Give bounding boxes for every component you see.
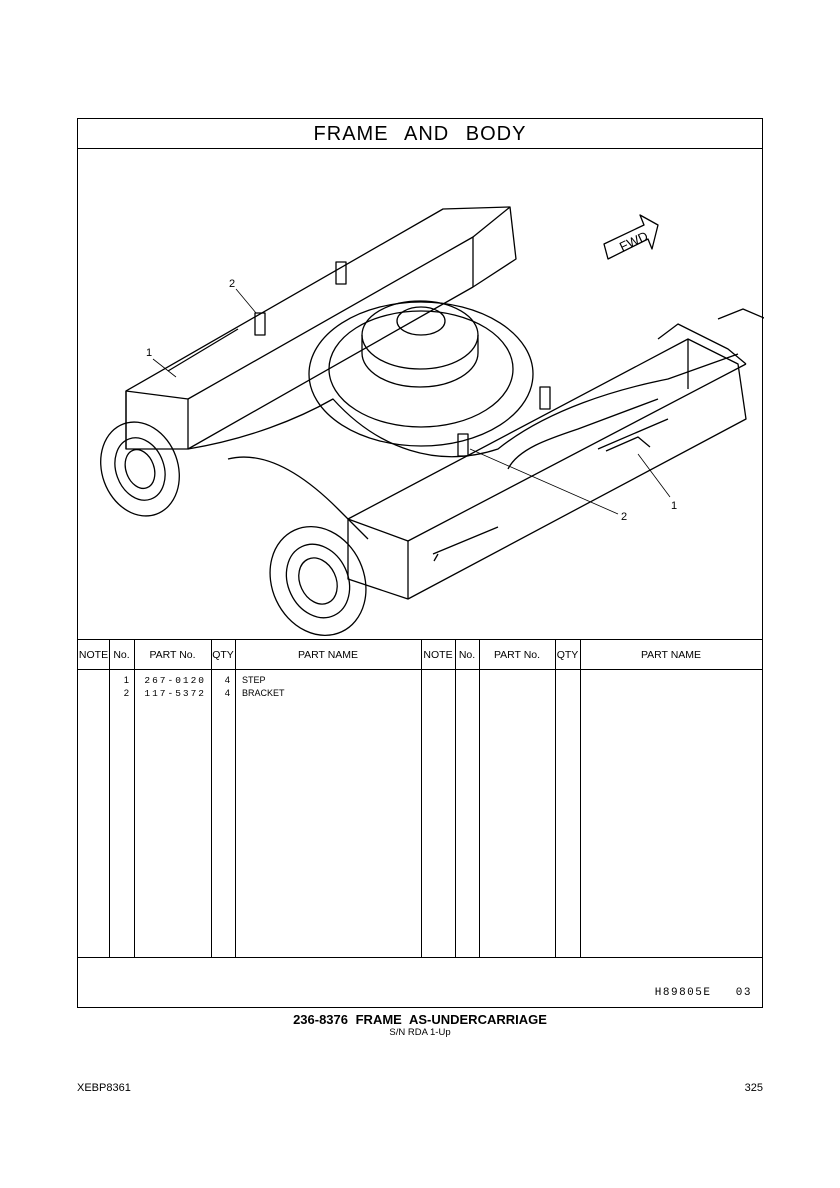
page-number: 325 <box>744 1082 763 1094</box>
col-header-no: No. <box>109 640 134 670</box>
assembly-title: 236-8376 FRAME AS-UNDERCARRIAGE <box>293 1012 547 1027</box>
item-number: 1 <box>123 675 129 686</box>
col-header-qty: QTY <box>555 640 580 670</box>
frame-illustration-svg: FWD 1 2 1 2 <box>100 206 779 636</box>
col-header-part-no: PART No. <box>134 640 211 670</box>
callout-label: 2 <box>621 511 627 523</box>
col-header-part-name: PART NAME <box>235 640 421 670</box>
serial-range: S/N RDA 1-Up <box>389 1027 451 1038</box>
part-name: STEP <box>242 675 266 685</box>
quantity: 4 <box>224 675 230 686</box>
col-header-part-name: PART NAME <box>580 640 762 670</box>
col-header-note: NOTE <box>421 640 455 670</box>
callout-label: 1 <box>671 500 677 512</box>
page-title: FRAME AND BODY <box>78 119 762 149</box>
callout-label: 1 <box>146 347 152 359</box>
col-header-no: No. <box>455 640 479 670</box>
parts-sheet-frame: FRAME AND BODY <box>77 118 779 1008</box>
quantity: 4 <box>224 688 230 699</box>
exploded-illustration: FWD 1 2 1 2 <box>78 149 779 639</box>
illustration-code-row: H89805E 03 <box>78 957 762 1007</box>
col-header-note: NOTE <box>78 640 109 670</box>
illustration-code: H89805E 03 <box>654 987 752 999</box>
parts-table: NOTE No. PART No. QTY PART NAME NOTE No.… <box>78 639 762 957</box>
item-number: 2 <box>123 688 129 699</box>
assembly-caption: 236-8376 FRAME AS-UNDERCARRIAGE S/N RDA … <box>0 1012 840 1038</box>
callout-label: 2 <box>229 278 235 290</box>
part-number: 117-5372 <box>144 688 206 699</box>
part-name: BRACKET <box>242 688 285 698</box>
document-code: XEBP8361 <box>77 1082 131 1094</box>
col-header-part-no: PART No. <box>479 640 555 670</box>
col-header-qty: QTY <box>211 640 235 670</box>
fwd-label: FWD <box>617 228 650 254</box>
part-number: 267-0120 <box>144 675 206 686</box>
